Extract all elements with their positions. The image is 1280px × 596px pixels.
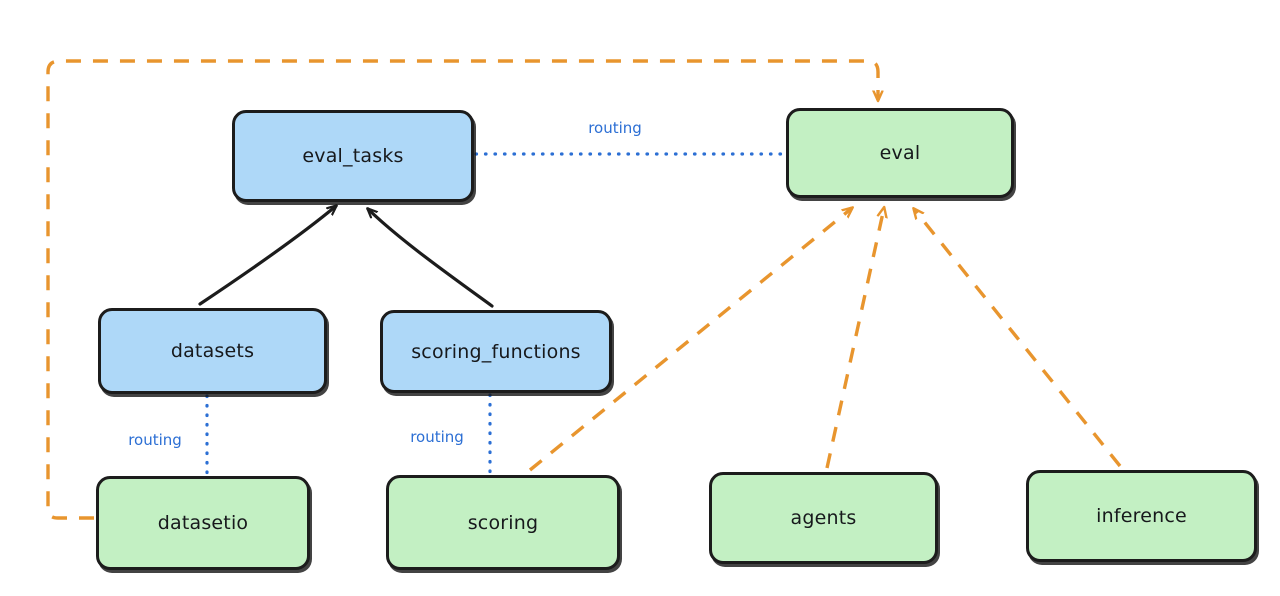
- edge-inference-to-eval: [914, 209, 1122, 468]
- node-label-agents: agents: [790, 507, 857, 529]
- node-label-datasetio: datasetio: [157, 512, 249, 534]
- node-inference[interactable]: inference: [1026, 470, 1257, 562]
- node-label-scoring-functions: scoring_functions: [411, 340, 581, 363]
- edge-label-routing-scoring-functions: routing: [410, 428, 464, 446]
- node-scoring[interactable]: scoring: [386, 475, 620, 570]
- node-datasetio[interactable]: datasetio: [96, 476, 310, 570]
- node-scoring-functions[interactable]: scoring_functions: [380, 310, 612, 393]
- node-eval[interactable]: eval: [786, 108, 1014, 198]
- edge-label-routing-datasets: routing: [128, 431, 182, 449]
- node-label-eval-tasks: eval_tasks: [302, 145, 404, 167]
- edge-scoring-functions-to-eval-tasks: [368, 209, 494, 308]
- node-datasets[interactable]: datasets: [98, 308, 327, 394]
- node-label-eval: eval: [879, 142, 921, 164]
- node-label-datasets: datasets: [170, 340, 255, 362]
- edge-datasets-to-eval-tasks: [198, 206, 336, 306]
- edge-agents-to-eval: [825, 208, 884, 469]
- node-label-scoring: scoring: [467, 511, 539, 534]
- node-label-inference: inference: [1096, 505, 1187, 527]
- node-agents[interactable]: agents: [709, 472, 938, 564]
- node-eval-tasks[interactable]: eval_tasks: [232, 110, 474, 202]
- edge-label-routing-eval-tasks: routing: [588, 119, 642, 137]
- edge-datasetio-to-eval: [46, 59, 878, 520]
